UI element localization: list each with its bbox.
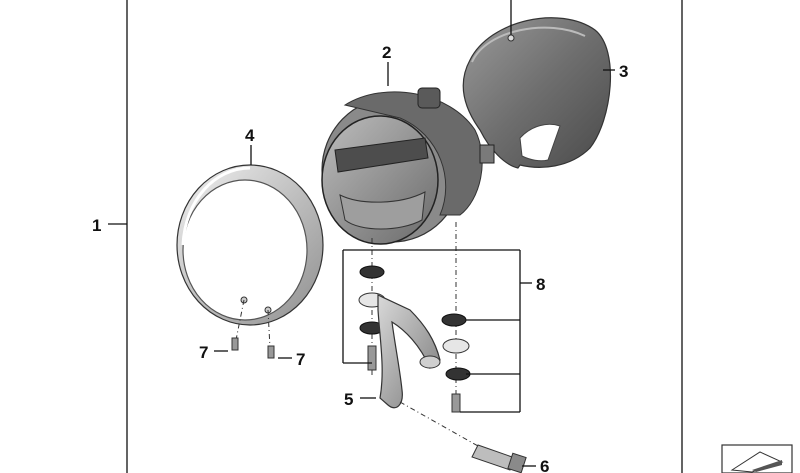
headlight-insert xyxy=(321,87,495,245)
callout-7b: 7 xyxy=(296,350,305,369)
callout-8: 8 xyxy=(536,275,545,294)
callout-1: 1 xyxy=(92,216,101,235)
headlight-housing xyxy=(462,0,612,169)
callout-3: 3 xyxy=(619,62,628,81)
callout-2: 2 xyxy=(382,43,391,62)
callout-5: 5 xyxy=(344,390,353,409)
headlight-bracket xyxy=(377,294,441,409)
trim-ring xyxy=(176,164,324,326)
screws xyxy=(231,299,275,359)
hex-bolt xyxy=(399,401,527,473)
callout-1-bracket xyxy=(108,0,683,473)
callout-7a: 7 xyxy=(199,343,208,362)
callout-8-bracket xyxy=(342,249,532,413)
rubber-mount-kit xyxy=(358,222,471,413)
corner-symbol-icon xyxy=(721,444,793,473)
callout-4: 4 xyxy=(245,126,255,145)
callout-6: 6 xyxy=(540,457,549,473)
